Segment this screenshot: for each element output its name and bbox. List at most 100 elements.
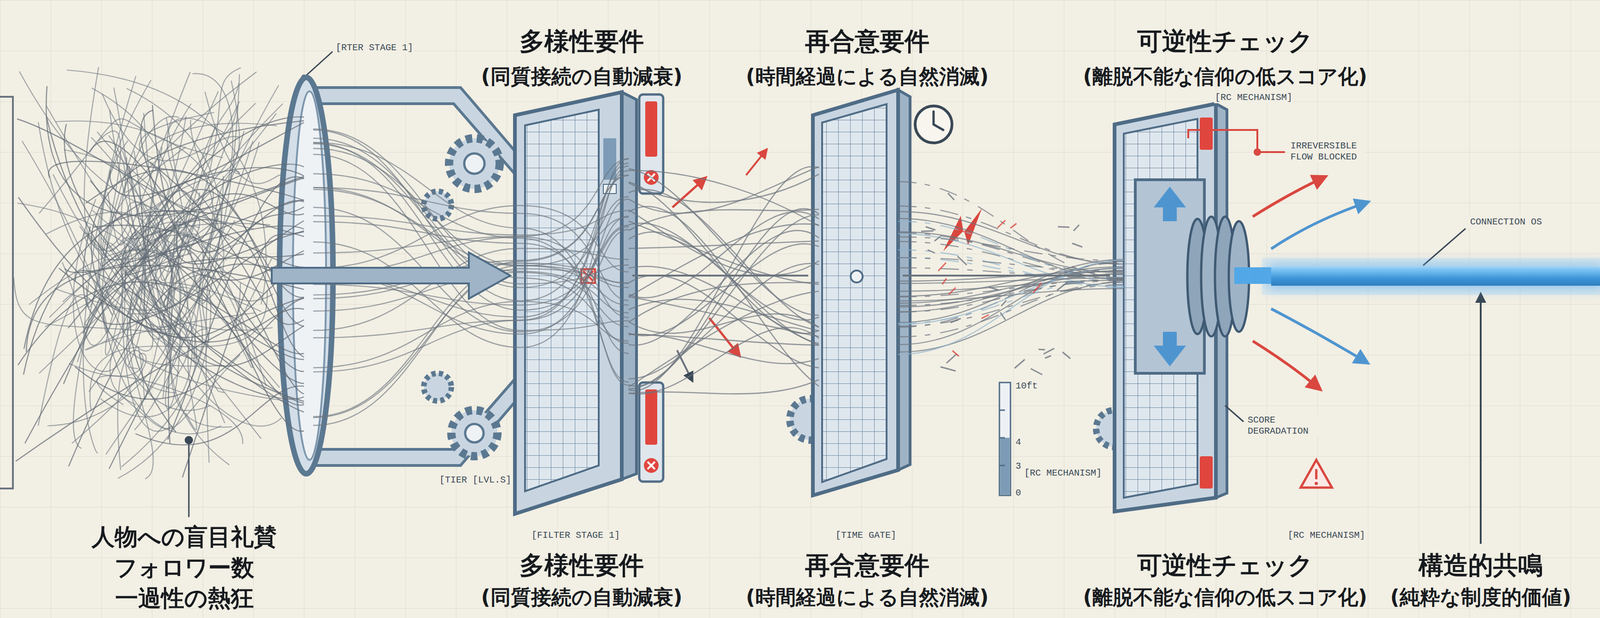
part-label: [RC MECHANISM] <box>1214 92 1294 104</box>
illustration-path <box>999 409 1005 466</box>
strand <box>946 353 957 363</box>
strand <box>925 226 936 230</box>
strand <box>46 86 304 217</box>
part-label: SCORE DEGRADATION <box>1246 414 1318 437</box>
strand <box>940 366 956 371</box>
strand <box>898 267 1124 279</box>
illustration-path <box>303 51 333 78</box>
strand <box>313 128 629 344</box>
strand <box>313 154 629 331</box>
strand <box>898 262 1124 328</box>
strand <box>898 281 1124 352</box>
strand <box>39 233 263 374</box>
part-label: [RC MECHANISM] <box>1286 529 1367 541</box>
illustration-path <box>1423 228 1466 266</box>
strand <box>64 123 304 412</box>
strand <box>13 277 181 335</box>
strand <box>947 192 955 200</box>
strand <box>981 314 989 319</box>
strand <box>628 223 819 297</box>
strand <box>152 105 304 253</box>
strand <box>1014 359 1025 368</box>
strand <box>898 232 1124 275</box>
strand <box>23 167 304 375</box>
strand <box>1038 349 1046 350</box>
strand <box>934 236 941 241</box>
strand <box>628 166 819 391</box>
stage-subheading: (離脱不能な信仰の低スコア化) <box>1082 584 1367 610</box>
strand <box>85 169 304 327</box>
illustration-rect <box>639 382 664 482</box>
strand <box>167 176 304 440</box>
illustration-path <box>746 151 765 176</box>
flow-connector <box>902 275 1110 276</box>
illustration-polygon <box>1153 186 1186 222</box>
strand <box>628 327 819 394</box>
strand <box>39 118 223 214</box>
illustration-rect <box>645 101 658 157</box>
strand <box>63 116 304 384</box>
strand <box>68 269 304 467</box>
strand <box>1072 243 1083 247</box>
strand <box>121 211 304 399</box>
part-label: [TIME GATE] <box>834 529 898 541</box>
filter-stage: 人物への盲目礼賛フォロワー数一過性の熱狂 <box>9 64 272 447</box>
illustration-rect <box>1261 257 1600 295</box>
part-label: [TIER [LVL.S] <box>438 474 513 486</box>
strand <box>898 261 1124 345</box>
illustration-rect <box>1199 455 1213 489</box>
illustration-path <box>933 111 944 130</box>
illustration-path <box>1252 340 1317 386</box>
strand <box>58 268 304 342</box>
stage-heading: 可逆性チェック <box>1137 550 1314 581</box>
stage-heading: 再合意要件 <box>805 26 930 57</box>
strand <box>68 219 304 357</box>
illustration-line <box>902 274 1110 277</box>
strand <box>110 122 304 196</box>
strand <box>135 385 304 445</box>
strand <box>22 125 143 333</box>
strand <box>898 277 1124 284</box>
strand <box>628 209 819 275</box>
strand <box>628 298 819 331</box>
filter-stage: 可逆性チェック(離脱不能な信仰の低スコア化)可逆性チェック(離脱不能な信仰の低ス… <box>1109 119 1235 512</box>
strand <box>898 236 1124 261</box>
strand <box>628 166 819 214</box>
part-label: [FILTER STAGE 1] <box>530 529 621 541</box>
strand <box>82 253 304 334</box>
illustration-line <box>1315 468 1318 479</box>
illustration-polygon <box>1114 103 1216 512</box>
illustration-circle <box>465 423 484 443</box>
stage-heading: 多様性要件 <box>519 550 644 581</box>
flow-connector <box>1234 275 1272 276</box>
strand <box>1057 226 1070 228</box>
strand <box>898 211 1124 264</box>
strand <box>1000 312 1006 320</box>
strand <box>628 206 819 386</box>
scale-mark: 4 <box>1014 436 1022 448</box>
strand <box>140 110 304 384</box>
strand <box>1045 355 1052 358</box>
part-label: CONNECTION OS <box>1469 216 1543 228</box>
strand <box>898 259 1124 323</box>
stage-heading: フォロワー数 <box>114 553 255 582</box>
strand <box>1043 348 1055 354</box>
illustration-circle <box>423 373 452 401</box>
strand <box>927 249 935 253</box>
illustration-polygon <box>1300 459 1332 488</box>
strand <box>313 210 629 235</box>
strand <box>1073 224 1080 231</box>
stage-subheading: (純粋な制度的価値) <box>1389 584 1571 610</box>
illustration-path <box>0 96 13 489</box>
filter-stage: 再合意要件(時間経過による自然消滅)再合意要件(時間経過による自然消滅) <box>808 105 903 496</box>
illustration-path <box>1225 405 1244 422</box>
illustration-path <box>1252 178 1321 217</box>
strand <box>1010 223 1017 228</box>
stage-heading: 一過性の熱狂 <box>115 583 254 612</box>
strand <box>71 353 225 444</box>
filter-stage: 多様性要件(同質接続の自動減衰)多様性要件(同質接続の自動減衰) <box>510 105 633 516</box>
flow-connector <box>271 252 511 299</box>
stage-heading: 可逆性チェック <box>1137 26 1314 57</box>
strand <box>898 181 1124 278</box>
